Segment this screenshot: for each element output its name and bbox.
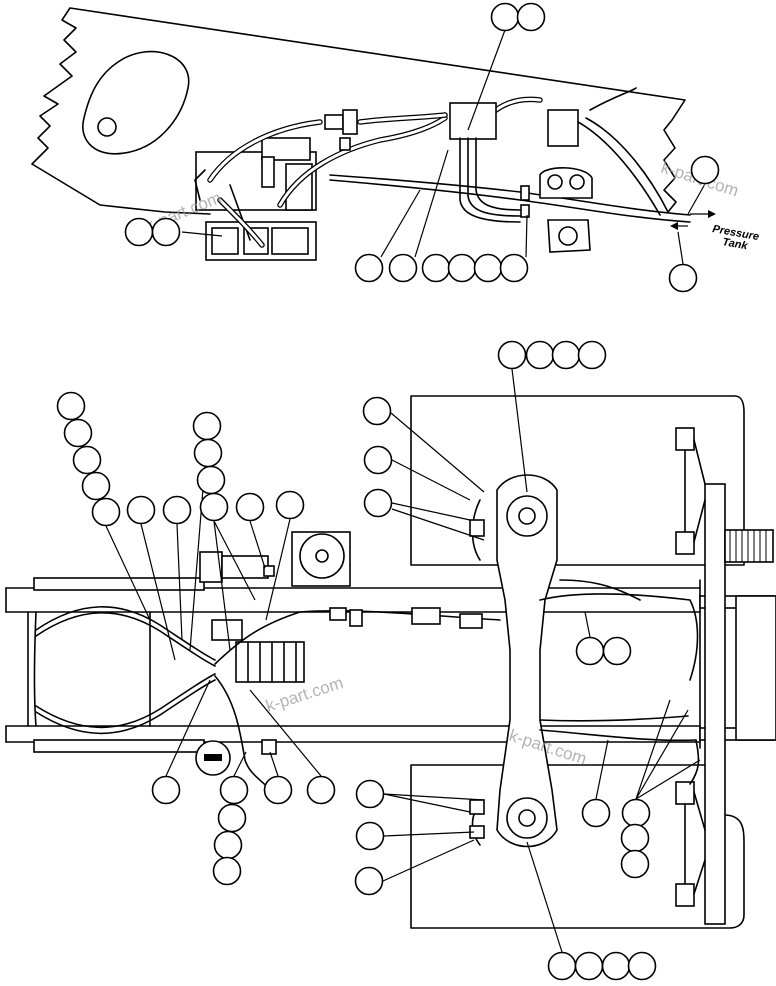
callout-bubble — [363, 445, 393, 475]
top-hoses — [207, 96, 543, 248]
callout-bubble — [602, 636, 632, 666]
inline-fitting — [324, 114, 344, 130]
center-coupling — [211, 619, 305, 683]
bottom-leaders — [105, 368, 701, 953]
callout-bubble — [690, 155, 720, 185]
callout-bubble — [275, 490, 305, 520]
callout-bubble — [196, 465, 226, 495]
callout-bubble — [421, 253, 451, 283]
callout-bubble — [601, 951, 631, 981]
callout-bubble — [213, 830, 243, 860]
callout-bubble — [63, 418, 93, 448]
callout-bubble — [388, 253, 418, 283]
lower-tire-outline — [410, 764, 745, 929]
accumulator — [195, 740, 231, 776]
callout-bubble — [263, 775, 293, 805]
frame-section-outline — [31, 7, 686, 215]
callout-bubble — [668, 263, 698, 293]
callout-bubble — [81, 471, 111, 501]
callout-bubble — [621, 798, 651, 828]
callout-bubble — [193, 438, 223, 468]
callout-bubble — [212, 856, 242, 886]
upper-tire-outline — [410, 395, 745, 566]
callout-bubble — [354, 253, 384, 283]
callout-bubble — [620, 849, 650, 879]
callout-bubble — [490, 2, 520, 32]
pressure-tank-arrows: Pressure Tank — [670, 210, 760, 252]
callout-bubble — [126, 495, 156, 525]
top-view: Pressure Tank — [31, 7, 760, 265]
bottom-view — [5, 368, 776, 953]
callout-bubble — [473, 253, 503, 283]
tank-label: Tank — [721, 236, 749, 252]
frame-oval-cutout — [82, 50, 190, 155]
callout-bubble — [219, 775, 249, 805]
callout-bubble — [235, 492, 265, 522]
callout-bubble — [217, 803, 247, 833]
callout-bubble — [72, 445, 102, 475]
tube-bundle — [329, 87, 691, 223]
callout-bubble — [547, 951, 577, 981]
callout-bubble — [581, 798, 611, 828]
callout-bubble — [354, 866, 384, 896]
inline-fitting — [339, 137, 351, 151]
solenoid-valve — [547, 109, 579, 147]
inline-fitting — [342, 109, 358, 135]
callout-bubble — [151, 775, 181, 805]
callout-bubble — [627, 951, 657, 981]
solenoid-valve — [449, 102, 497, 140]
callout-bubble — [124, 217, 154, 247]
callout-bubble — [574, 951, 604, 981]
top-leaders — [181, 29, 706, 265]
right-axle — [675, 427, 774, 925]
callout-bubble — [447, 253, 477, 283]
callout-bubble — [56, 391, 86, 421]
callout-bubble — [192, 411, 222, 441]
callout-bubble — [362, 396, 392, 426]
callout-bubble — [620, 823, 650, 853]
callout-bubble — [363, 488, 393, 518]
callout-bubble — [499, 253, 529, 283]
callout-bubble — [577, 340, 607, 370]
callout-bubble — [162, 495, 192, 525]
callout-bubble — [199, 492, 229, 522]
callout-bubbles — [56, 2, 720, 981]
callout-bubble — [551, 340, 581, 370]
callout-bubble — [575, 636, 605, 666]
callout-bubble — [355, 779, 385, 809]
callout-bubble — [497, 340, 527, 370]
bracket — [539, 167, 593, 253]
brake-actuator — [199, 531, 351, 587]
callout-bubble — [355, 821, 385, 851]
callout-bubble — [525, 340, 555, 370]
callout-bubble — [151, 217, 181, 247]
oscillating-beam — [471, 474, 558, 848]
callout-bubble — [91, 497, 121, 527]
frame-hole — [97, 117, 117, 137]
callout-bubble — [306, 775, 336, 805]
callout-bubble — [516, 2, 546, 32]
